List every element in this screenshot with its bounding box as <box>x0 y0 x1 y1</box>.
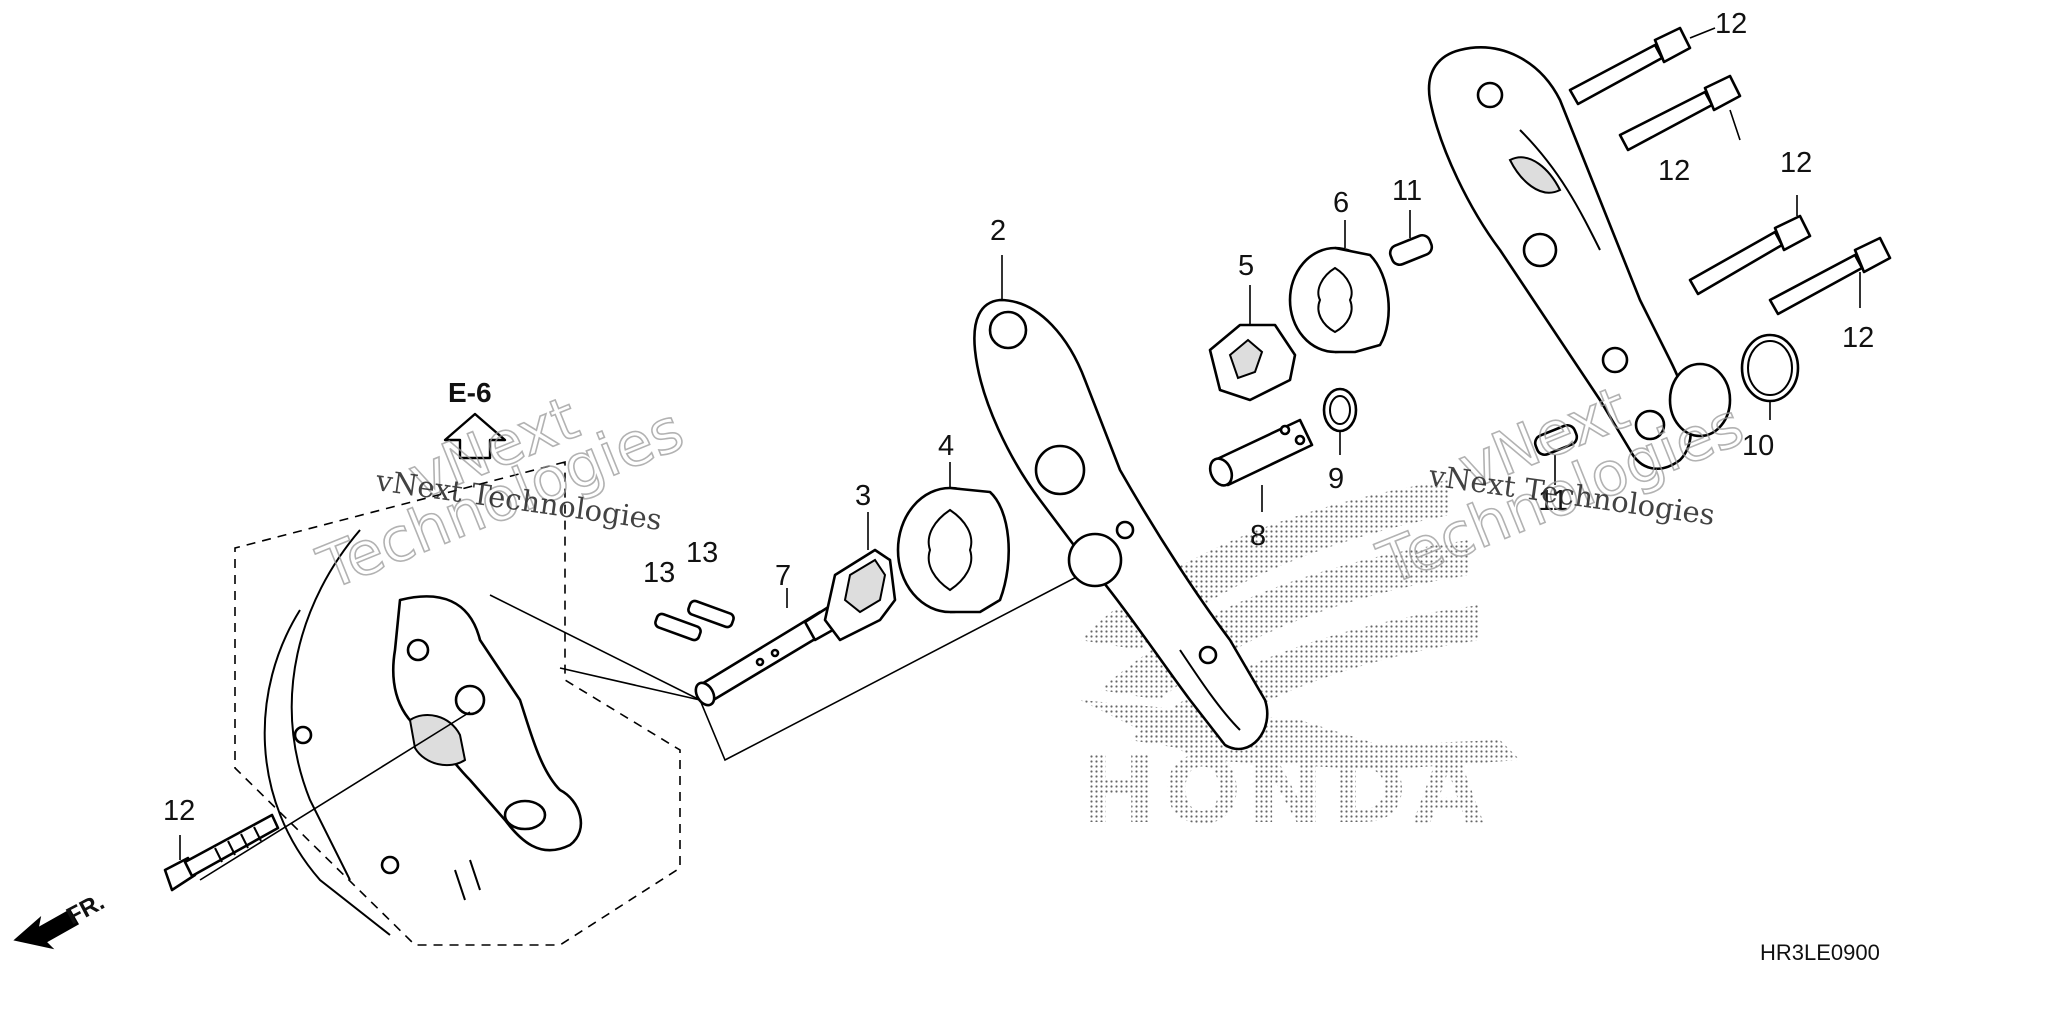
callout-2: 2 <box>990 215 1006 247</box>
crankcase-detail <box>263 529 583 936</box>
inner-rotor-5 <box>1208 323 1297 402</box>
callout-leaders <box>179 27 1861 860</box>
callout-12-third: 12 <box>1780 147 1812 179</box>
reference-arrow: E-6 <box>443 377 507 460</box>
dowel-pins-11 <box>1388 233 1579 457</box>
callout-6: 6 <box>1333 187 1349 219</box>
callout-12-top: 12 <box>1715 8 1747 40</box>
diagram-code: HR3LE0900 <box>1760 940 1880 965</box>
o-ring-9 <box>1322 387 1358 433</box>
callout-11-lower: 11 <box>1538 485 1568 517</box>
shaft-leader <box>489 569 1091 762</box>
outer-rotor-6 <box>1288 246 1390 354</box>
honda-brand-text: HONDA <box>1080 737 1490 844</box>
callout-11-upper: 11 <box>1392 175 1422 207</box>
inner-rotor-3 <box>823 548 897 642</box>
callout-7: 7 <box>775 560 791 592</box>
callout-8: 8 <box>1250 520 1266 552</box>
direction-arrow-icon <box>13 908 80 950</box>
up-arrow-icon <box>443 412 507 460</box>
callout-9: 9 <box>1328 463 1344 495</box>
cover-bolts-12 <box>1568 26 1892 316</box>
callout-labels: 2 3 4 5 6 7 8 9 10 11 11 12 12 12 12 12 … <box>163 8 1874 827</box>
callout-13-left: 13 <box>643 557 675 589</box>
callout-12-second: 12 <box>1658 155 1690 187</box>
reference-label: E-6 <box>448 377 492 408</box>
callout-13-right: 13 <box>686 537 718 569</box>
callout-5: 5 <box>1238 250 1254 282</box>
callout-4: 4 <box>938 430 954 462</box>
pump-cover <box>1427 46 1732 470</box>
callout-3: 3 <box>855 480 871 512</box>
dowel-pins-13 <box>654 599 735 642</box>
o-ring-10 <box>1740 333 1800 403</box>
callout-12-front: 12 <box>163 795 195 827</box>
pump-shaft-8 <box>1208 418 1314 487</box>
callout-10: 10 <box>1742 430 1774 462</box>
outer-rotor-4 <box>896 486 1010 614</box>
front-bolt <box>163 711 471 892</box>
front-direction-indicator: FR. <box>13 888 109 950</box>
pump-body-2 <box>973 298 1269 751</box>
callout-12-fourth: 12 <box>1842 322 1874 354</box>
